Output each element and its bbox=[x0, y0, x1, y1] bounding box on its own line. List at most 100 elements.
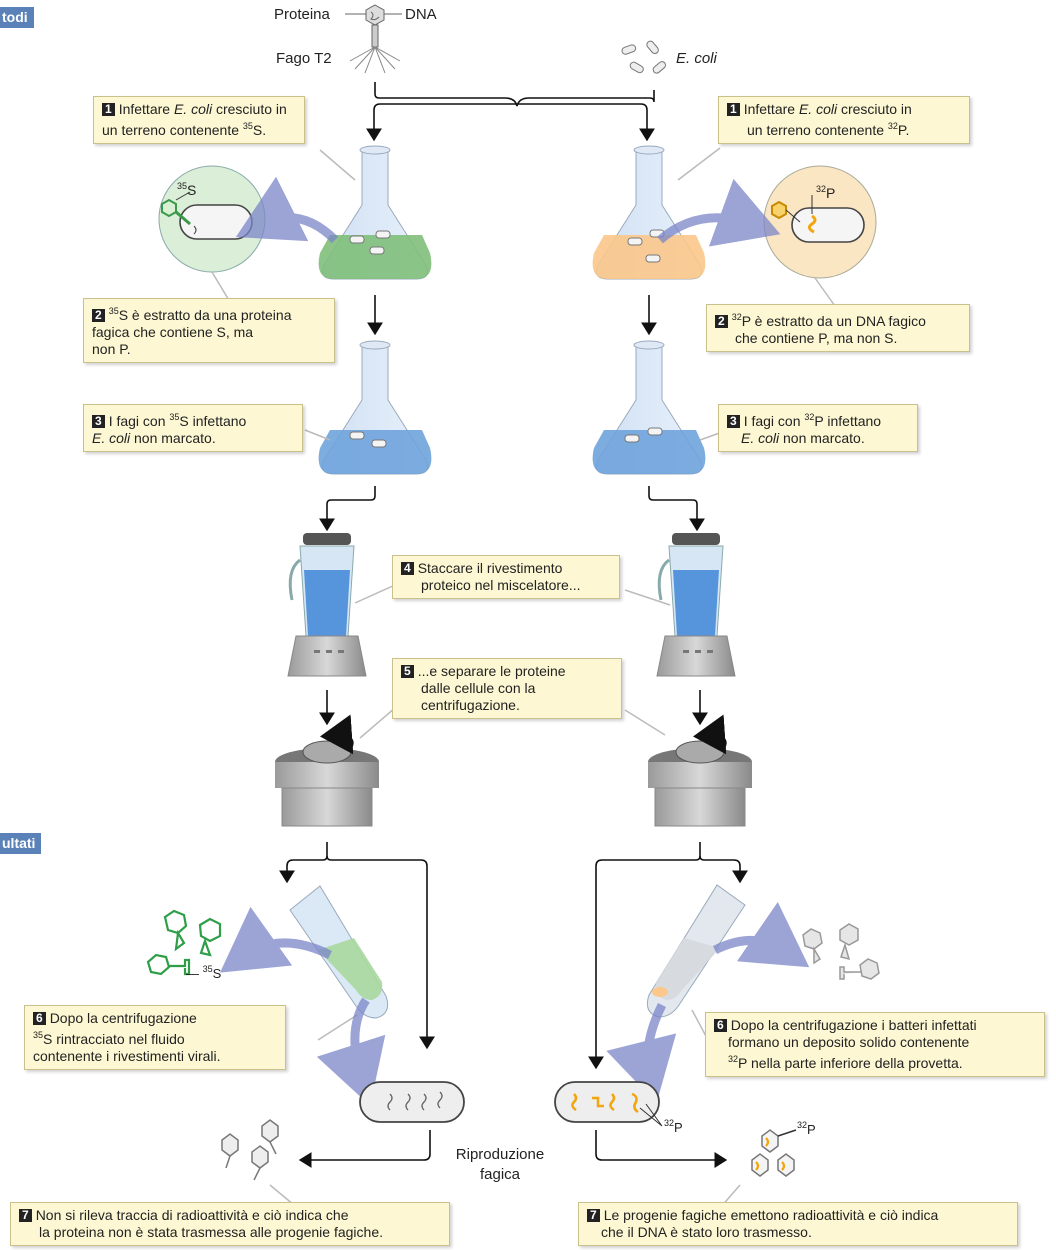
test-tube-right bbox=[646, 884, 746, 1018]
t: S rintracciato nel fluido bbox=[43, 1031, 185, 1047]
t: S è estratto da una proteina bbox=[118, 307, 292, 323]
t: E. coli bbox=[92, 430, 131, 446]
cell-label-right: 32P bbox=[664, 1118, 683, 1135]
ecoli-cells-icon bbox=[621, 40, 667, 74]
label-phage-t2: Fago T2 bbox=[276, 50, 332, 67]
zoom-circle-green bbox=[158, 165, 266, 273]
t: Le progenie fagiche emettono radioattivi… bbox=[603, 1207, 939, 1223]
t: ...e separare le proteine bbox=[417, 663, 566, 679]
blender-right bbox=[656, 533, 736, 677]
t: 35 bbox=[169, 412, 180, 422]
step-number: 4 bbox=[401, 562, 414, 575]
callout-step5: 5...e separare le proteine dalle cellule… bbox=[392, 658, 622, 719]
t: un terreno contenente bbox=[747, 122, 888, 138]
t: 35 bbox=[33, 1030, 44, 1040]
tube-label-left: — 35S bbox=[186, 964, 222, 981]
reproduction-label: Riproduzione fagica bbox=[450, 1145, 550, 1185]
flask-blue-left bbox=[318, 340, 432, 475]
t: fagica bbox=[479, 1166, 521, 1183]
t: Riproduzione bbox=[455, 1146, 545, 1163]
centrifuge-right bbox=[648, 714, 752, 827]
test-tube-left bbox=[289, 885, 389, 1019]
section-tag-results: ultati bbox=[0, 833, 42, 854]
t: S infettano bbox=[179, 413, 247, 429]
t: P bbox=[807, 1122, 816, 1137]
t: S bbox=[187, 182, 197, 198]
blender-left bbox=[287, 533, 367, 677]
t: fagica che contiene S, ma bbox=[92, 324, 254, 340]
step-number: 3 bbox=[92, 415, 105, 428]
step-number: 7 bbox=[19, 1209, 32, 1222]
phage-t2-icon bbox=[345, 4, 402, 74]
infected-cell-right bbox=[554, 1081, 663, 1127]
t: 32 bbox=[728, 1054, 739, 1064]
labeled-progeny-right-icon bbox=[751, 1129, 797, 1177]
t: 35 bbox=[108, 306, 119, 316]
zoom-circle-orange bbox=[763, 165, 877, 279]
t: 32 bbox=[731, 312, 742, 322]
label-protein: Proteina bbox=[274, 6, 330, 23]
circle-label-left: 35S bbox=[177, 181, 196, 198]
step-number: 1 bbox=[102, 103, 115, 116]
t: P. bbox=[897, 122, 910, 138]
t: S. bbox=[252, 122, 267, 138]
flask-green bbox=[318, 145, 432, 280]
t: S bbox=[212, 966, 222, 981]
t: E. coli bbox=[173, 101, 213, 117]
t: la proteina non è stata trasmessa alle p… bbox=[39, 1224, 383, 1240]
t: P bbox=[826, 185, 836, 201]
t: cresciuto in bbox=[837, 101, 912, 117]
step-number: 3 bbox=[727, 415, 740, 428]
t: che il DNA è stato loro trasmesso. bbox=[601, 1224, 812, 1240]
t: contenente i rivestimenti virali. bbox=[33, 1048, 221, 1064]
progeny-label-right: 32P bbox=[797, 1120, 816, 1137]
flask-blue-right bbox=[592, 340, 706, 475]
grey-progeny-left-icon bbox=[221, 1119, 279, 1181]
step-number: 2 bbox=[92, 309, 105, 322]
centrifuge-left bbox=[275, 714, 379, 827]
t: un terreno contenente bbox=[102, 122, 243, 138]
t: proteico nel miscelatore... bbox=[421, 577, 581, 593]
label-dna: DNA bbox=[405, 6, 437, 23]
t: E. coli bbox=[798, 101, 838, 117]
circle-label-right: 32P bbox=[816, 184, 835, 201]
step-number: 7 bbox=[587, 1209, 600, 1222]
t: Dopo la centrifugazione bbox=[49, 1010, 197, 1026]
t: I fagi con bbox=[108, 413, 170, 429]
step-number: 6 bbox=[33, 1012, 46, 1025]
t: che contiene P, ma non S. bbox=[735, 330, 898, 346]
t: Dopo la centrifugazione i batteri infett… bbox=[730, 1017, 977, 1033]
t: cresciuto in bbox=[212, 101, 287, 117]
t: non marcato. bbox=[130, 430, 216, 446]
step-number: 1 bbox=[727, 103, 740, 116]
t: formano un deposito solido contenente bbox=[728, 1034, 970, 1050]
t: 32 bbox=[804, 412, 815, 422]
t: 35 bbox=[242, 121, 253, 131]
step-number: 5 bbox=[401, 665, 414, 678]
green-empty-capsids-icon bbox=[146, 909, 222, 976]
t: I fagi con bbox=[743, 413, 805, 429]
t: Infettare bbox=[118, 101, 174, 117]
flask-orange bbox=[592, 145, 706, 280]
grey-empty-capsids-icon bbox=[802, 923, 880, 980]
step-number: 2 bbox=[715, 315, 728, 328]
t: Infettare bbox=[743, 101, 799, 117]
t: E. coli bbox=[741, 430, 780, 446]
uninfected-cell-left bbox=[359, 1081, 465, 1123]
t: P infettano bbox=[814, 413, 882, 429]
t: non marcato. bbox=[779, 430, 865, 446]
t: P nella parte inferiore della provetta. bbox=[738, 1055, 963, 1071]
step-number: 6 bbox=[714, 1019, 727, 1032]
t: 35 bbox=[177, 181, 188, 191]
